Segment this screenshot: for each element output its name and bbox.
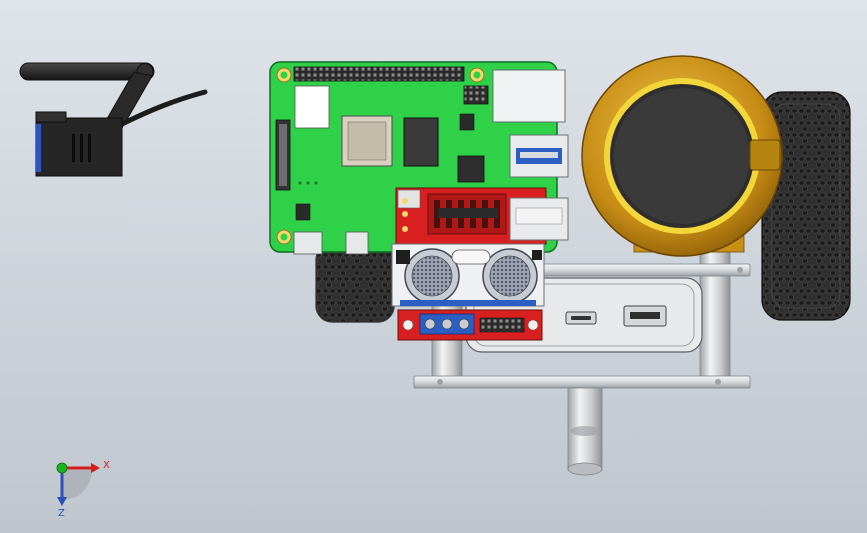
wheel-left[interactable] bbox=[315, 243, 395, 323]
usb-c-power-port bbox=[293, 231, 323, 255]
gear-motor-disc[interactable] bbox=[581, 55, 783, 257]
camera-vent-slot bbox=[72, 134, 75, 162]
motor-driver-board[interactable] bbox=[395, 187, 569, 341]
y-axis-dot bbox=[56, 462, 68, 474]
x-axis-label: X bbox=[103, 460, 110, 471]
camera-vent-slot bbox=[80, 134, 83, 162]
micro-hdmi-port bbox=[345, 231, 369, 255]
z-axis-label: Z bbox=[58, 508, 65, 519]
gpio-header bbox=[293, 66, 465, 82]
caster-post[interactable] bbox=[567, 387, 603, 476]
camera-module[interactable] bbox=[19, 62, 208, 177]
ethernet-port bbox=[492, 69, 566, 123]
axis-triad: X Z bbox=[56, 460, 110, 519]
ultrasonic-sensor[interactable] bbox=[391, 243, 545, 307]
camera-vent-slot bbox=[88, 134, 91, 162]
crystal-oscillator bbox=[451, 249, 491, 265]
